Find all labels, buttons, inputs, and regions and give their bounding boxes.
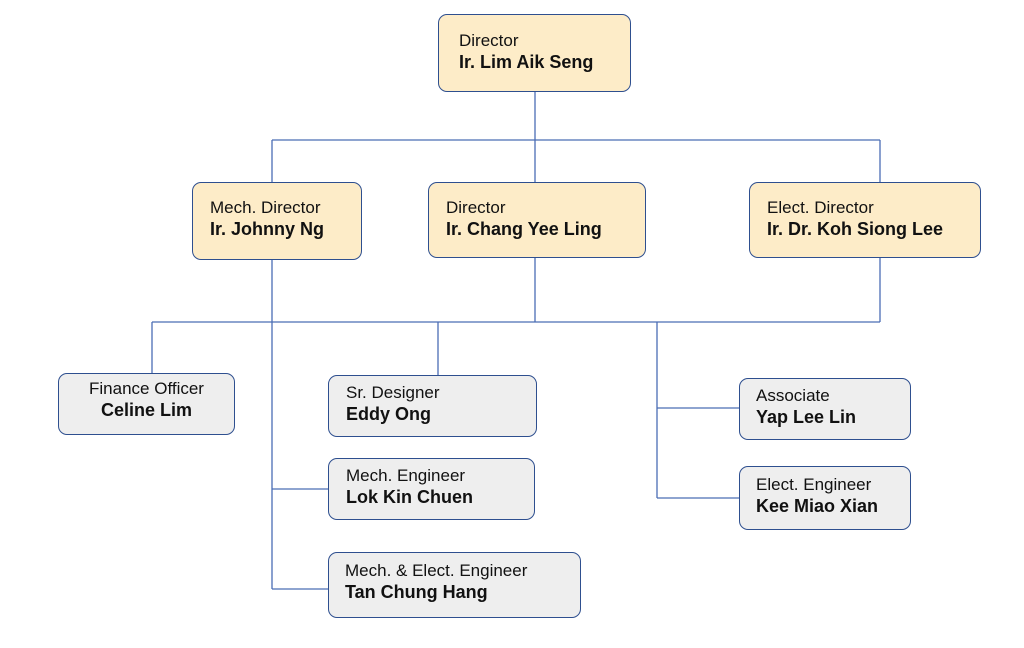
node-name: Celine Lim <box>100 400 193 421</box>
node-mech-engineer: Mech. Engineer Lok Kin Chuen <box>328 458 535 520</box>
node-name: Tan Chung Hang <box>345 582 488 603</box>
node-role: Sr. Designer <box>346 383 440 402</box>
node-associate: Associate Yap Lee Lin <box>739 378 911 440</box>
node-role: Associate <box>756 386 830 405</box>
node-name: Lok Kin Chuen <box>346 487 473 508</box>
node-role: Elect. Engineer <box>756 475 872 494</box>
node-director: Director Ir. Chang Yee Ling <box>428 182 646 258</box>
node-name: Ir. Chang Yee Ling <box>446 219 602 240</box>
node-mech-director: Mech. Director Ir. Johnny Ng <box>192 182 362 260</box>
node-role: Finance Officer <box>89 379 204 398</box>
node-name: Yap Lee Lin <box>756 407 857 428</box>
node-top-director: Director Ir. Lim Aik Seng <box>438 14 631 92</box>
node-name: Ir. Johnny Ng <box>210 219 325 240</box>
node-name: Kee Miao Xian <box>756 496 879 517</box>
node-name: Eddy Ong <box>346 404 431 425</box>
node-role: Elect. Director <box>767 198 874 217</box>
node-role: Mech. & Elect. Engineer <box>345 561 528 580</box>
node-name: Ir. Dr. Koh Siong Lee <box>767 219 944 240</box>
node-finance-officer: Finance Officer Celine Lim <box>58 373 235 435</box>
node-elect-director: Elect. Director Ir. Dr. Koh Siong Lee <box>749 182 981 258</box>
node-elect-engineer: Elect. Engineer Kee Miao Xian <box>739 466 911 530</box>
node-mech-elect-engineer: Mech. & Elect. Engineer Tan Chung Hang <box>328 552 581 618</box>
node-role: Director <box>446 198 506 217</box>
node-role: Mech. Director <box>210 198 321 217</box>
node-role: Mech. Engineer <box>346 466 466 485</box>
node-name: Ir. Lim Aik Seng <box>459 52 594 73</box>
node-sr-designer: Sr. Designer Eddy Ong <box>328 375 537 437</box>
node-role: Director <box>459 31 519 50</box>
